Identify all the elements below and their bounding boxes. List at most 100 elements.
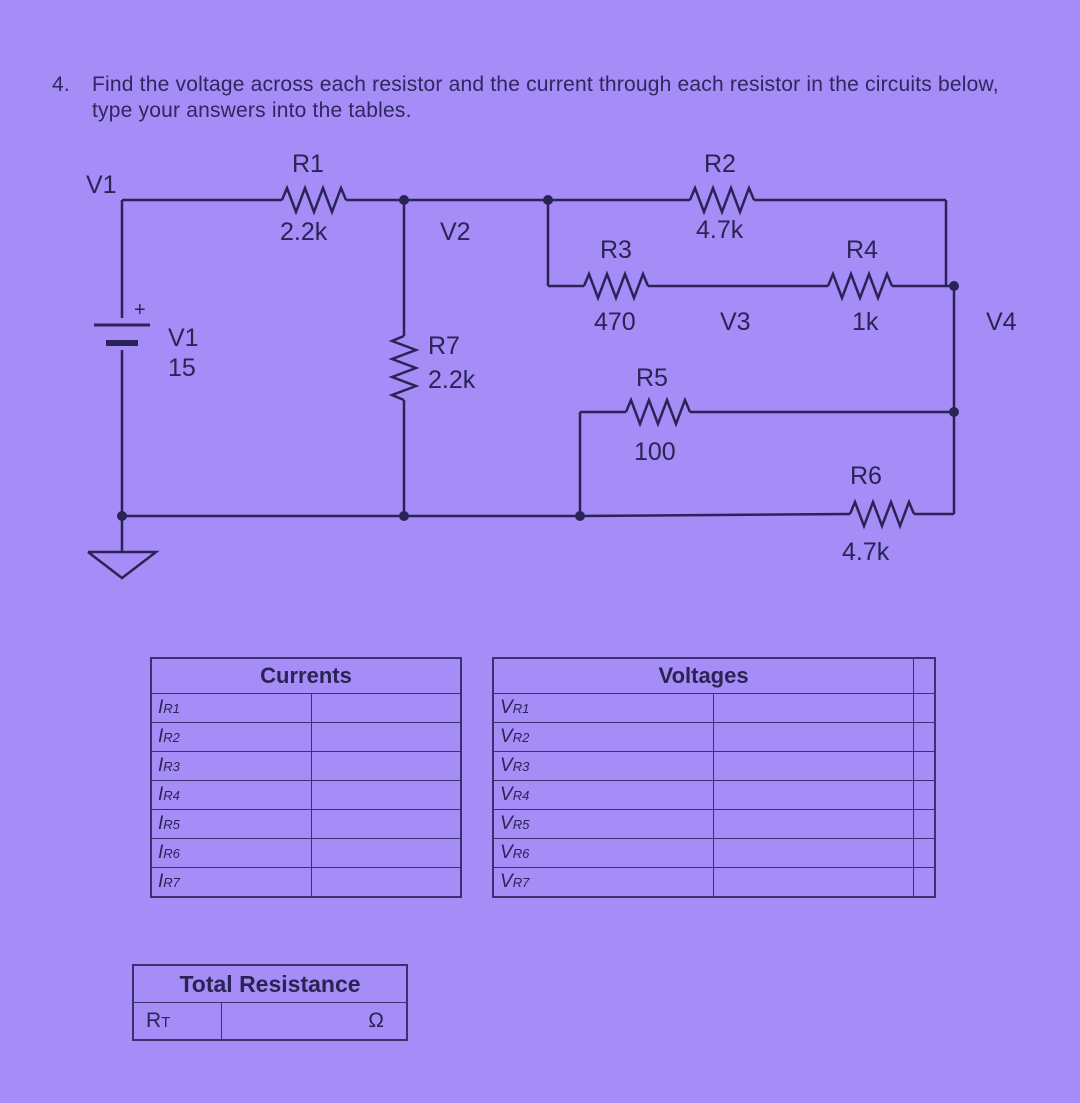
currents-table: Currents IR1 IR2 IR3 IR4 IR5 IR6 IR7 [150,657,462,898]
voltage-answer-field[interactable] [713,722,915,752]
voltage-label: VR5 [492,809,715,839]
spacer [913,722,936,752]
r2-zigzag [688,184,756,216]
voltage-answer-field[interactable] [713,780,915,810]
r1-value: 2.2k [280,218,328,246]
r4-value: 1k [852,308,879,336]
total-resistance-answer-field[interactable]: Ω [221,1002,408,1041]
voltages-header: Voltages [492,657,915,694]
node-label-v1: V1 [86,171,117,199]
table-row: IR3 [150,751,462,781]
table-row: VR2 [492,722,936,752]
current-answer-field[interactable] [310,722,462,752]
table-row: IR4 [150,780,462,810]
spacer [913,838,936,868]
table-row: IR7 [150,867,462,898]
voltage-answer-field[interactable] [713,693,915,723]
current-label: IR1 [150,693,312,723]
question-text: Find the voltage across each resistor an… [92,73,999,122]
r2-name: R2 [704,150,736,178]
r4-name: R4 [846,236,878,264]
table-row: IR2 [150,722,462,752]
r6-name: R6 [850,462,882,490]
spacer [913,809,936,839]
r5-name: R5 [636,364,668,392]
total-resistance-table: Total Resistance RT Ω [132,964,408,1041]
current-answer-field[interactable] [310,780,462,810]
table-row: VR4 [492,780,936,810]
current-label: IR2 [150,722,312,752]
voltage-label: VR3 [492,751,715,781]
table-row: IR6 [150,838,462,868]
current-label: IR4 [150,780,312,810]
junctions [117,195,959,521]
source-name: V1 [168,324,199,352]
source-polarity: + [134,299,146,321]
r2-value: 4.7k [696,216,744,244]
current-label: IR5 [150,809,312,839]
voltage-label: VR6 [492,838,715,868]
junction-dot [117,511,127,521]
table-row: VR3 [492,751,936,781]
ground-symbol [87,550,160,580]
table-row: VR6 [492,838,936,868]
spacer [913,657,936,694]
spacer [913,693,936,723]
r6-zigzag [848,498,916,530]
node-label-v2: V2 [440,218,471,246]
total-resistance-label: RT [132,1002,222,1041]
r3-value: 470 [594,308,636,336]
current-label: IR3 [150,751,312,781]
wire [579,512,851,518]
r6-value: 4.7k [842,538,890,566]
total-header-row: Total Resistance [133,965,407,1003]
voltage-answer-field[interactable] [713,867,915,898]
table-row: VR7 [492,867,936,898]
table-row: IR5 [150,809,462,839]
r3-zigzag [582,270,650,302]
total-row: RT Ω [132,1002,408,1041]
currents-header-row: Currents [150,657,462,694]
voltage-label: VR7 [492,867,715,898]
current-answer-field[interactable] [310,867,462,898]
current-answer-field[interactable] [310,809,462,839]
voltage-answer-field[interactable] [713,809,915,839]
source-value: 15 [168,354,196,382]
r7-value: 2.2k [428,366,476,394]
voltage-label: VR1 [492,693,715,723]
voltages-header-row: Voltages [492,657,936,694]
voltage-answer-field[interactable] [713,838,915,868]
current-answer-field[interactable] [310,693,462,723]
voltage-answer-field[interactable] [713,751,915,781]
r5-zigzag [624,396,692,428]
r5-value: 100 [634,438,676,466]
voltage-label: VR2 [492,722,715,752]
current-answer-field[interactable] [310,838,462,868]
spacer [913,751,936,781]
current-label: IR7 [150,867,312,898]
currents-header: Currents [150,657,462,694]
junction-dot [949,281,959,291]
node-label-v3: V3 [720,308,751,336]
total-resistance-header: Total Resistance [133,965,407,1003]
current-answer-field[interactable] [310,751,462,781]
spacer [913,780,936,810]
r1-zigzag [280,184,348,216]
r7-name: R7 [428,332,460,360]
current-label: IR6 [150,838,312,868]
spacer [913,867,936,898]
r1-name: R1 [292,150,324,178]
junction-dot [949,407,959,417]
question-number: 4. [52,73,70,96]
battery-symbol [94,323,150,346]
junction-dot [399,195,409,205]
junction-dot [543,195,553,205]
node-label-v4: V4 [986,308,1017,336]
circuit-wires [87,184,956,580]
table-row: VR1 [492,693,936,723]
circuit-diagram: V1 R1 2.2k V2 R2 4.7k R3 470 V3 R4 1k V4… [86,150,1017,580]
r3-name: R3 [600,236,632,264]
voltages-table: Voltages VR1 VR2 VR3 VR4 VR5 VR6 VR7 [492,657,936,898]
junction-dot [575,511,585,521]
voltage-label: VR4 [492,780,715,810]
